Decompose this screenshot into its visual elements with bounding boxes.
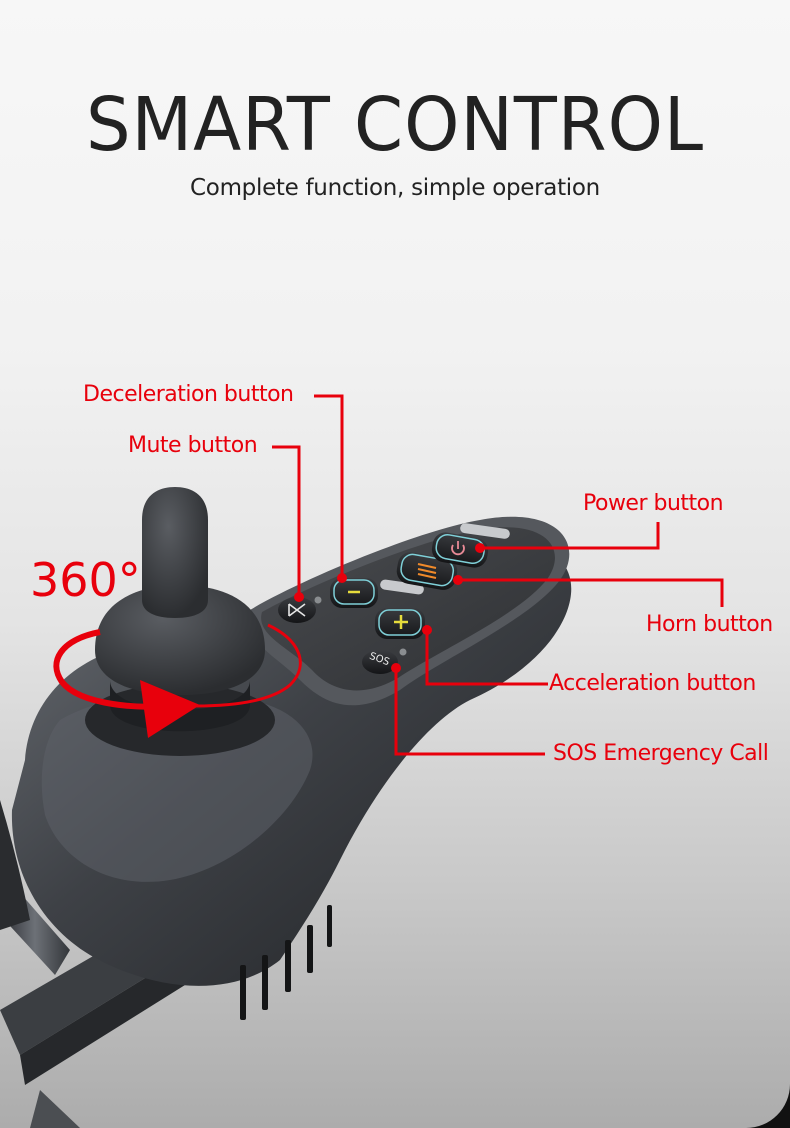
callout-dots: [294, 543, 485, 673]
callout-sos-label: SOS Emergency Call: [553, 741, 769, 766]
callout-mute-label: Mute button: [128, 433, 258, 458]
callout-power-label: Power button: [583, 491, 724, 516]
deceleration-button: [330, 578, 378, 608]
callout-lines: [272, 394, 724, 756]
mute-speaker-icon: [288, 603, 306, 617]
mute-button: [278, 597, 316, 623]
page-subtitle: Complete function, simple operation: [190, 175, 600, 201]
rotation-label: 360°: [30, 553, 141, 607]
callout-acceleration-label: Acceleration button: [549, 671, 756, 696]
power-icon: [451, 541, 465, 556]
sos-button: [362, 650, 398, 674]
power-button: [432, 535, 488, 565]
page-title: SMART CONTROL: [85, 82, 705, 168]
horn-icon: [417, 563, 437, 579]
callout-deceleration-label: Deceleration button: [83, 382, 294, 407]
acceleration-button: [375, 608, 425, 639]
rotation-arrow-icon: [53, 623, 302, 738]
callout-horn-label: Horn button: [646, 612, 773, 637]
